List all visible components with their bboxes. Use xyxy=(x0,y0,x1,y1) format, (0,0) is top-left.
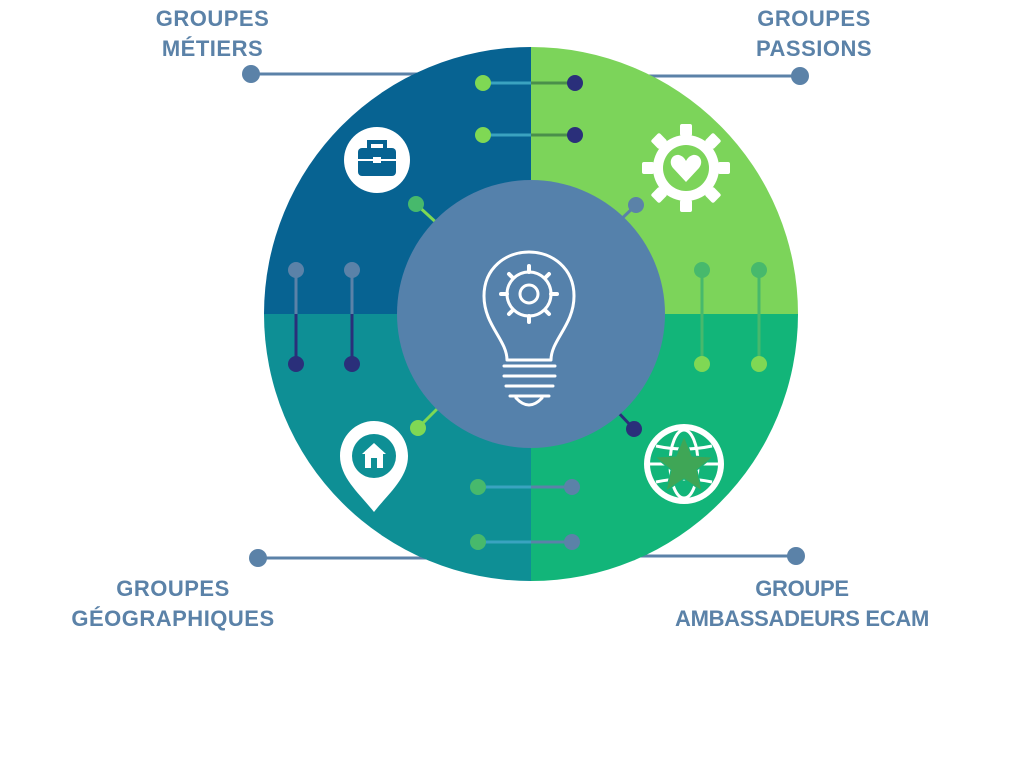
label-groupe-ambassadeurs-line2: AMBASSADEURS ECAM xyxy=(674,606,930,631)
label-groupe-ambassadeurs: GROUPE AMBASSADEURS ECAM xyxy=(628,574,976,634)
circuit-connectors xyxy=(288,75,767,550)
label-groupes-metiers: GROUPES MÉTIERS xyxy=(130,4,295,64)
gear-heart-icon xyxy=(642,124,730,212)
globe-star-icon xyxy=(644,424,724,504)
center-disc xyxy=(397,180,665,448)
connector-right-2 xyxy=(751,262,767,372)
connector-left-2 xyxy=(344,262,360,372)
connector-top-2 xyxy=(475,127,583,143)
connector-bottom-2 xyxy=(470,534,580,550)
leader-line-ambassadeurs xyxy=(620,547,805,565)
lightbulb-gear-icon xyxy=(482,250,576,407)
connector-right-1 xyxy=(694,262,710,372)
label-groupes-geographiques-line2: GÉOGRAPHIQUES xyxy=(71,606,275,631)
briefcase-icon xyxy=(344,127,410,193)
connector-diag-bl xyxy=(410,404,442,436)
label-groupes-metiers-line2: MÉTIERS xyxy=(161,36,264,61)
map-pin-home-icon xyxy=(340,421,408,512)
connector-left-1 xyxy=(288,262,304,372)
connector-top-1 xyxy=(475,75,583,91)
label-groupes-geographiques-line1: GROUPES xyxy=(116,576,230,601)
label-groupes-metiers-line1: GROUPES xyxy=(155,6,270,31)
label-groupes-passions-line1: GROUPES xyxy=(757,6,871,31)
label-groupe-ambassadeurs-line1: GROUPE xyxy=(755,576,849,601)
leader-line-passions xyxy=(625,67,809,85)
label-groupes-passions: GROUPES PASSIONS xyxy=(724,4,904,64)
leader-line-metiers xyxy=(242,65,428,83)
leader-lines xyxy=(242,65,809,567)
label-groupes-passions-line2: PASSIONS xyxy=(755,36,873,61)
connector-bottom-1 xyxy=(470,479,580,495)
label-groupes-geographiques: GROUPES GÉOGRAPHIQUES xyxy=(40,574,306,634)
leader-line-geographiques xyxy=(249,549,432,567)
